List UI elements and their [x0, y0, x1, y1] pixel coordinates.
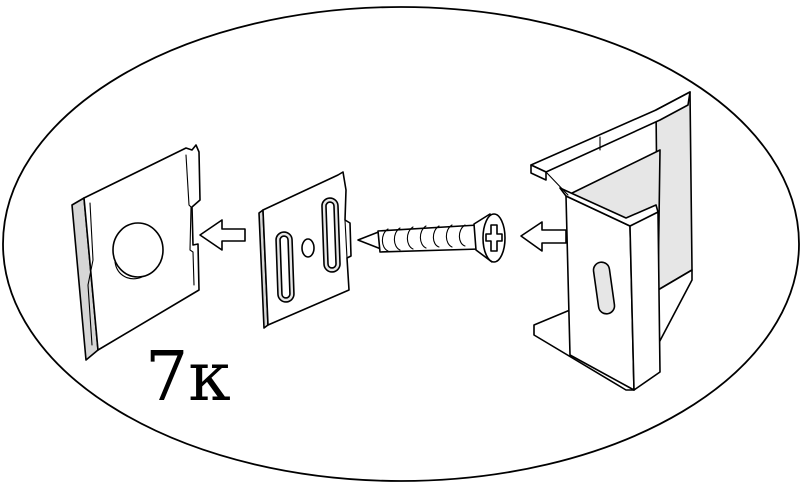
plate-icon [258, 171, 352, 329]
arrow-left-icon [520, 221, 567, 252]
screw-icon [357, 213, 506, 263]
step-label: 7к [145, 338, 231, 417]
panel-icon [71, 144, 201, 361]
arrow-left-icon [199, 219, 246, 251]
bracket-icon [530, 91, 693, 391]
